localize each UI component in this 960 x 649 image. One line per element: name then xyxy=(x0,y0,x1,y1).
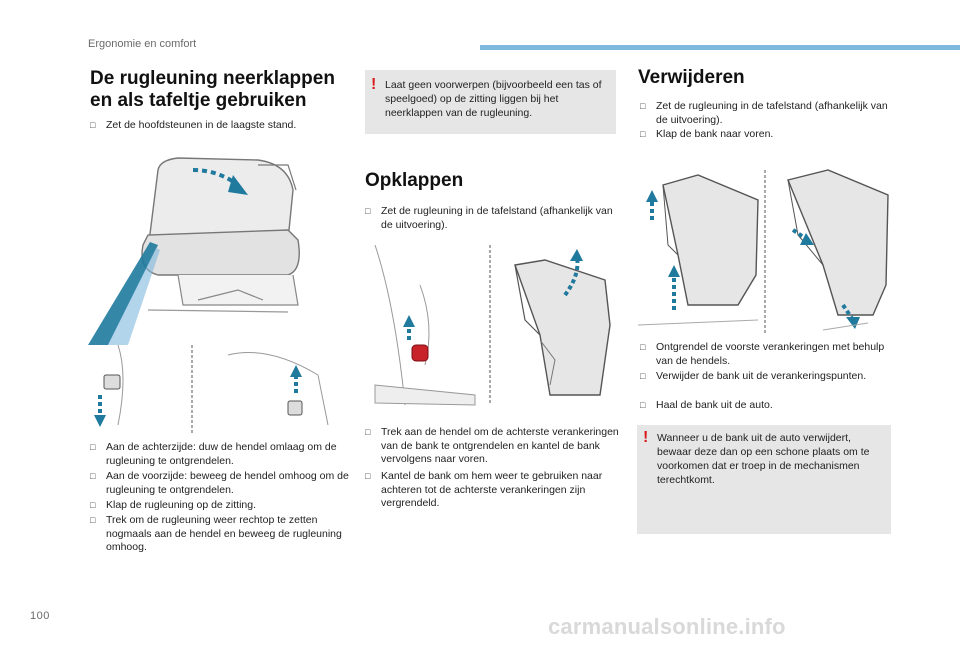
col1-step-3: Klap de rugleuning op de zitting. xyxy=(90,499,356,513)
section-header: Ergonomie en comfort xyxy=(88,38,197,50)
col3-step-3: Haal de bank uit de auto. xyxy=(640,399,901,413)
page-number: 100 xyxy=(30,610,50,622)
bench-removal-illustration xyxy=(638,169,889,335)
col3-step-2: Verwijder de bank uit de verankeringspun… xyxy=(640,370,901,384)
warning-text: Wanneer u de bank uit de auto verwijdert… xyxy=(657,432,870,486)
col2-intro-step: Zet de rugleuning in de tafelstand (afha… xyxy=(365,205,626,232)
warning-icon: ! xyxy=(643,429,649,446)
lever-detail-illustrations xyxy=(94,345,329,435)
col1-step-1: Aan de achterzijde: duw de hendel omlaag… xyxy=(90,441,356,468)
warning-icon: ! xyxy=(371,76,377,93)
warning-box-storage: ! Wanneer u de bank uit de auto verwijde… xyxy=(637,425,891,534)
section-title-verwijderen: Verwijderen xyxy=(638,67,745,88)
col1-intro-step: Zet de hoofdsteunen in de laagste stand. xyxy=(90,119,356,133)
warning-box-objects: ! Laat geen voorwerpen (bijvoorbeeld een… xyxy=(365,70,616,134)
header-bar xyxy=(480,45,960,50)
col2-step-2: Kantel de bank om hem weer te gebruiken … xyxy=(365,470,631,511)
col1-step-2: Aan de voorzijde: beweeg de hendel omhoo… xyxy=(90,470,356,497)
seat-fold-illustration xyxy=(88,157,300,345)
bench-tilt-illustration xyxy=(374,245,611,406)
col3-step-1: Ontgrendel de voorste verankeringen met … xyxy=(640,341,901,368)
section-title-opklappen: Opklappen xyxy=(365,170,464,191)
col3-intro-step-1: Zet de rugleuning in de tafelstand (afha… xyxy=(640,100,901,127)
page-title: De rugleuning neerklappen en als tafeltj… xyxy=(90,68,335,111)
col2-step-1: Trek aan de hendel om de achterste veran… xyxy=(365,426,631,467)
col3-intro-step-2: Klap de bank naar voren. xyxy=(640,128,901,142)
warning-text: Laat geen voorwerpen (bijvoorbeeld een t… xyxy=(385,79,602,119)
watermark: carmanualsonline.info xyxy=(548,614,786,639)
col1-step-4: Trek om de rugleuning weer rechtop te ze… xyxy=(90,514,356,555)
